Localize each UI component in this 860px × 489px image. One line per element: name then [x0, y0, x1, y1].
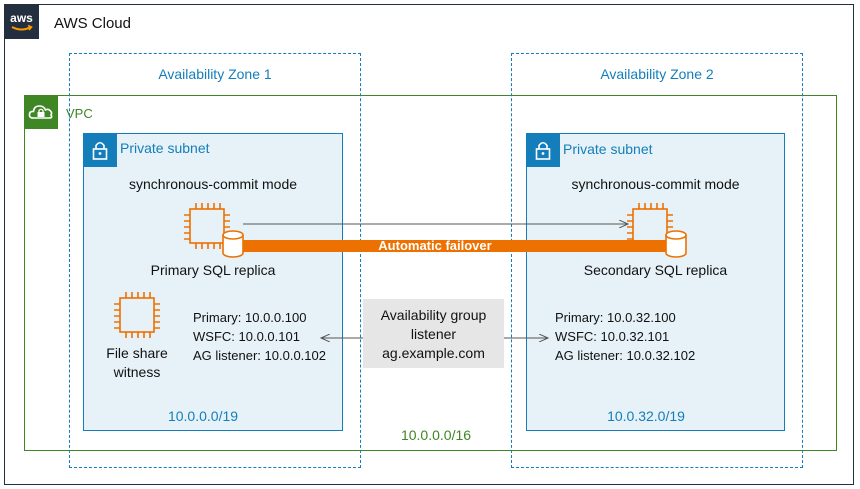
- zone-1-label: Availability Zone 1: [158, 66, 272, 82]
- primary-replica-label: Primary SQL replica: [150, 262, 276, 278]
- cloud-title: AWS Cloud: [54, 15, 131, 32]
- subnet-1-cidr: 10.0.0.0/19: [167, 408, 239, 424]
- padlock-icon: [83, 133, 117, 167]
- subnet-1-label: Private subnet: [120, 140, 210, 156]
- subnet-2-address-primary: Primary: 10.0.32.100: [555, 310, 676, 325]
- zone-2-label: Availability Zone 2: [600, 66, 714, 82]
- ec2-instance-chip-icon: [114, 292, 160, 338]
- aws-cloud-frame: [4, 4, 854, 485]
- automatic-failover-label: Automatic failover: [378, 238, 492, 253]
- vpc-cidr: 10.0.0.0/16: [400, 427, 472, 443]
- listener-line-2: listener: [410, 326, 457, 342]
- subnet-2-address-wsfc: WSFC: 10.0.32.101: [555, 329, 670, 344]
- database-cylinder-icon: [222, 230, 244, 258]
- database-cylinder-icon: [665, 230, 687, 258]
- vpc-label: VPC: [66, 106, 93, 121]
- listener-line-3: ag.example.com: [382, 345, 485, 361]
- subnet-2-commit-mode: synchronous-commit mode: [571, 176, 740, 192]
- automatic-failover-bar: [240, 240, 668, 252]
- aws-logo-text: aws: [10, 11, 33, 25]
- padlock-icon: [526, 133, 560, 167]
- listener-line-1: Availability group: [380, 307, 487, 323]
- subnet-2-address-ag-listener: AG listener: 10.0.32.102: [555, 348, 696, 363]
- file-share-witness-line1: File share: [106, 345, 168, 361]
- availability-zone-1: [69, 53, 361, 468]
- subnet-1-address-wsfc: WSFC: 10.0.0.101: [193, 329, 300, 344]
- ec2-instance-chip-icon: [627, 203, 673, 249]
- aws-logo-icon: aws: [4, 4, 39, 39]
- subnet-1-address-ag-listener: AG listener: 10.0.0.102: [193, 348, 326, 363]
- availability-zone-2: [511, 53, 803, 468]
- subnet-1-address-primary: Primary: 10.0.0.100: [193, 310, 307, 325]
- subnet-1-commit-mode: synchronous-commit mode: [128, 176, 298, 192]
- secondary-replica-label: Secondary SQL replica: [583, 262, 728, 278]
- availability-group-listener-box: [363, 299, 504, 368]
- file-share-witness-line2: witness: [113, 364, 161, 380]
- private-subnet-2: [526, 133, 785, 431]
- private-subnet-1: [83, 133, 343, 431]
- subnet-2-label: Private subnet: [563, 141, 653, 157]
- vpc-frame: [24, 95, 837, 451]
- subnet-2-cidr: 10.0.32.0/19: [607, 408, 685, 424]
- vpc-cloud-lock-icon: [24, 95, 58, 129]
- ec2-instance-chip-icon: [184, 203, 230, 249]
